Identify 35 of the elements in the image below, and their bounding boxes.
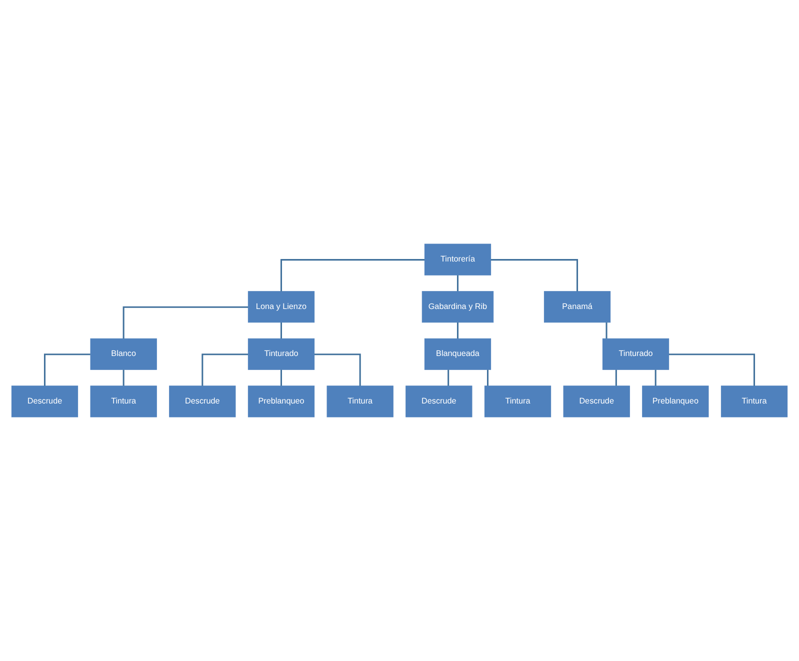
node-box: Blanqueada [424,338,492,370]
connector [280,370,282,386]
node-box: Tintura [326,386,394,418]
connector [314,354,361,386]
connector [44,354,90,386]
connector [280,322,282,339]
connector [654,370,656,386]
node-box: Lona y Lienzo [248,291,315,323]
connector [122,370,124,386]
node-box: Tintorería [424,244,492,276]
connector [490,259,578,292]
node-box: Panamá [544,291,611,323]
node-box: Preblanqueo [642,386,709,418]
node-box: Descrude [406,386,472,418]
node-box: Tinturado [602,338,670,370]
node-box: Gabardina y Rib [422,291,494,323]
node-box: Blanco [90,338,157,370]
connector [456,275,458,292]
node-box: Descrude [563,386,630,418]
node-box: Descrude [11,386,78,418]
connector [122,306,248,339]
connector [448,370,450,386]
connector [280,259,425,292]
node-box: Preblanqueo [248,386,315,418]
node-box: Tinturado [248,338,315,370]
node-box: Tintura [484,386,552,418]
node-box: Descrude [169,386,236,418]
connector [615,370,617,386]
node-box: Tintura [720,386,788,418]
connector [486,370,488,386]
connector [606,322,608,339]
connector [456,322,458,339]
node-box: Tintura [90,386,157,418]
connector [668,354,756,386]
connector [202,354,248,386]
